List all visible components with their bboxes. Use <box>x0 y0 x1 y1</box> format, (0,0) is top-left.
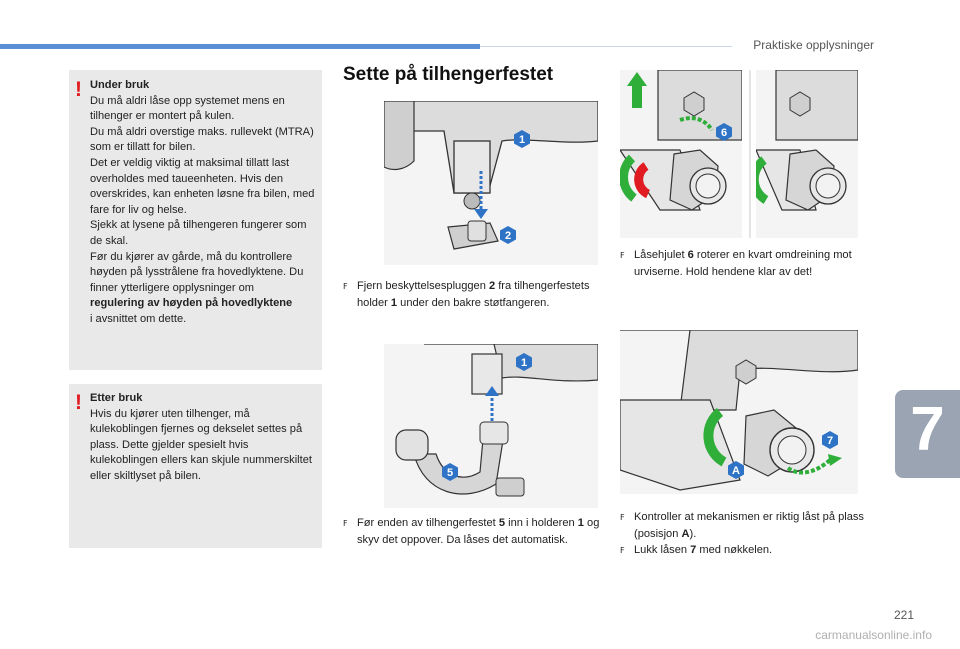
step-text: og skyv det oppover. Da låses det automa… <box>357 517 600 546</box>
warning-icon: ! <box>75 391 82 414</box>
callout-label: 7 <box>827 435 833 447</box>
step-text: Kontroller at mekanismen er riktig låst … <box>634 511 864 540</box>
callout-label: 6 <box>721 127 727 139</box>
step-text: Fjern beskyttelsespluggen <box>357 280 489 292</box>
warning-line: Det er veldig viktig at maksimal tillatt… <box>90 156 315 216</box>
warning-icon: ! <box>75 78 82 101</box>
step-text: med nøkkelen. <box>696 544 773 556</box>
warning-text: Etter bruk Hvis du kjører uten tilhenger… <box>90 391 315 485</box>
step-text: Før enden av tilhengerfestet <box>357 517 499 529</box>
chapter-number: 7 <box>910 395 945 464</box>
header-accent-bar <box>0 44 480 49</box>
header-rule <box>480 46 732 47</box>
figure-insert-towbar: 1 5 <box>384 344 598 508</box>
warning-line: Før du kjører av gårde, må du kontroller… <box>90 250 304 294</box>
step-check-lock: F Kontroller at mekanismen er riktig låst… <box>620 509 866 559</box>
lock-wheel-illustration <box>620 70 742 211</box>
step-ref: 6 <box>687 249 694 261</box>
step-lock-wheel: F Låsehjulet 6 roterer en kvart omdreinin… <box>620 247 866 280</box>
checkbox-bullet-icon: F <box>620 251 625 260</box>
callout-badge-5: 5 <box>442 463 458 481</box>
figure-divider <box>749 70 751 238</box>
step-text: Lukk låsen <box>634 544 691 556</box>
warning-title: Etter bruk <box>90 392 143 404</box>
warning-text: Under bruk Du må aldri låse opp systemet… <box>90 78 315 328</box>
callout-badge-a: A <box>728 461 744 479</box>
step-text: Låsehjulet <box>634 249 688 261</box>
section-title: Sette på tilhengerfestet <box>343 64 554 85</box>
callout-label: 5 <box>447 467 453 479</box>
step-ref: 5 <box>498 517 506 529</box>
lock-wheel-locked-illustration <box>756 70 858 211</box>
step-text: ). <box>689 528 697 540</box>
callout-badge-2: 2 <box>500 226 516 244</box>
step-ref: 1 <box>577 517 584 529</box>
checkbox-bullet-icon: F <box>343 519 348 528</box>
callout-badge-1: 1 <box>514 130 530 148</box>
callout-label: 2 <box>505 230 511 242</box>
callout-badge-7: 7 <box>822 431 838 449</box>
warning-box-etter-bruk: ! Etter bruk Hvis du kjører uten tilheng… <box>69 384 322 548</box>
step-remove-plug: F Fjern beskyttelsespluggen 2 fra tilheng… <box>343 278 601 311</box>
warning-line: Du må aldri låse opp systemet mens en ti… <box>90 94 285 123</box>
watermark: carmanualsonline.info <box>815 628 932 642</box>
callout-label: A <box>732 465 740 477</box>
checkbox-bullet-icon: F <box>620 546 625 555</box>
step-ref: 7 <box>690 544 697 556</box>
tow-ball-insertion-illustration <box>395 344 598 497</box>
figure-lock-wheel-rotating: 6 <box>620 70 742 238</box>
page-number: 221 <box>893 608 914 622</box>
tow-bar-holder-illustration <box>384 101 598 250</box>
section-header: Praktiske opplysninger <box>753 38 874 52</box>
warning-line: Sjekk at lysene på tilhengeren fungerer … <box>90 219 307 247</box>
checkbox-bullet-icon: F <box>620 513 625 522</box>
warning-title: Under bruk <box>90 79 150 91</box>
chapter-tab[interactable]: 7 <box>895 390 960 478</box>
callout-badge-1: 1 <box>516 353 532 371</box>
step-text: inn i holderen <box>505 517 578 529</box>
warning-line: Hvis du kjører uten tilhenger, må kuleko… <box>90 407 312 482</box>
step-text: under den bakre støtfangeren. <box>397 297 550 309</box>
warning-line: Du må aldri overstige maks. rullevekt (M… <box>90 125 314 154</box>
figure-lock-wheel-locked <box>756 70 858 238</box>
step-ref: A <box>681 528 690 540</box>
figure-remove-plug: 1 2 <box>384 101 598 265</box>
warning-box-under-bruk: ! Under bruk Du må aldri låse opp system… <box>69 70 322 370</box>
cross-reference-link[interactable]: regulering av høyden på hovedlyktene <box>90 297 293 310</box>
figure-lock-key: 7 A <box>620 330 858 494</box>
checkbox-bullet-icon: F <box>343 282 348 291</box>
step-ref: 1 <box>390 297 398 309</box>
warning-line: i avsnittet om dette. <box>90 312 187 325</box>
lock-key-illustration <box>620 330 858 491</box>
step-insert-towbar: F Før enden av tilhengerfestet 5 inn i ho… <box>343 515 601 548</box>
callout-label: 1 <box>521 357 527 369</box>
step-text: fra tilhengerfestets holder <box>357 280 590 309</box>
callout-label: 1 <box>519 134 525 146</box>
step-ref: 2 <box>488 280 496 292</box>
step-text: roterer en kvart omdreining mot urvisern… <box>634 249 852 278</box>
callout-badge-6: 6 <box>716 123 732 141</box>
